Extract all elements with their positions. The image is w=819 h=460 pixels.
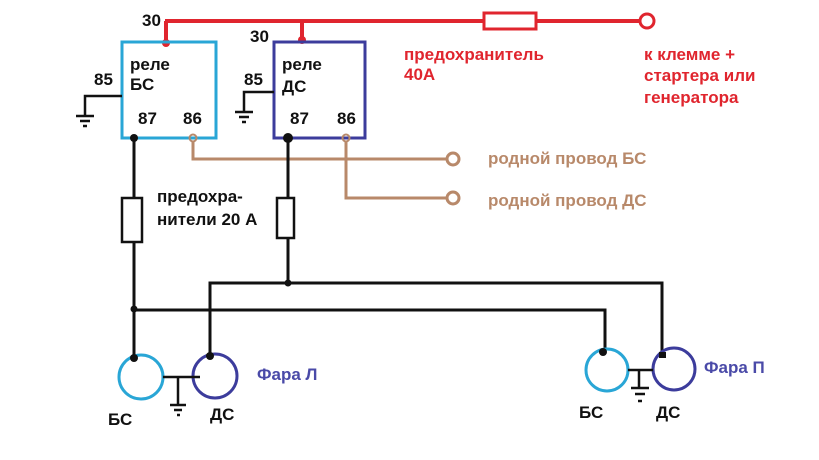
power-supply-circuit: [164, 19, 640, 44]
fuse-20a-ds: [275, 196, 296, 240]
relay-bs-title-2: БС: [130, 75, 154, 94]
relay-bs-ground: [76, 94, 122, 128]
battery-terminal: [638, 12, 656, 30]
relay-bs: реле БС 30 85 87 86: [76, 11, 218, 143]
relay-ds-pin85-label: 85: [244, 70, 263, 89]
relay-bs-pin86-label: 86: [183, 109, 202, 128]
relay-ds-title-2: ДС: [282, 77, 306, 96]
headlight-left-low-beam: [117, 353, 165, 401]
headlight-left-low-beam-label: БС: [108, 410, 132, 429]
main-fuse-label-1: предохранитель: [404, 45, 544, 64]
output-wires: [132, 138, 664, 358]
relay-ds-pin30-label: 30: [250, 27, 269, 46]
wire-ds-bus: [208, 281, 664, 356]
relay-bs-pin85-label: 85: [94, 70, 113, 89]
junction-dot-ds: [284, 279, 292, 287]
headlight-left-high-beam-contact: [206, 352, 214, 360]
control-wire-bs: [191, 141, 446, 161]
relay-bs-title-1: реле: [130, 55, 170, 74]
headlight-left: БС ДС Фара Л: [108, 352, 317, 429]
relay-ds-body: [272, 40, 367, 140]
battery-terminal-label-2: стартера или: [644, 66, 755, 85]
headlight-left-name: Фара Л: [257, 365, 317, 384]
headlight-right-low-beam-label: БС: [579, 403, 603, 422]
control-wire-ds-terminal: [445, 190, 461, 206]
headlight-left-high-beam-label: ДС: [210, 405, 234, 424]
wire-bs-bus: [134, 308, 607, 351]
headlight-right-high-beam-label: ДС: [656, 403, 680, 422]
relay-ds-title-1: реле: [282, 55, 322, 74]
control-wire-bs-label: родной провод БС: [488, 149, 646, 168]
headlight-right-low-beam: [584, 347, 630, 393]
headlight-right-name: Фара П: [704, 358, 765, 377]
headlight-left-low-beam-contact: [130, 354, 138, 362]
relay-ds: реле ДС 30 85 87 86: [235, 27, 367, 143]
headlight-right-ground: [628, 368, 653, 403]
control-wire-bs-terminal: [445, 151, 461, 167]
headlight-right-high-beam-contact: [659, 352, 666, 358]
branch-fuses-label-1: предохра-: [157, 187, 243, 206]
control-wire-ds-label: родной провод ДС: [488, 191, 647, 210]
relay-bs-pin30-label: 30: [142, 11, 161, 30]
headlight-right-low-beam-contact: [599, 348, 607, 356]
main-fuse-40a: [482, 11, 538, 31]
headlight-right: БС ДС Фара П: [579, 346, 765, 422]
headlight-left-ground: [163, 375, 200, 417]
fuse-20a-bs: [120, 196, 144, 244]
relay-bs-pin87-label: 87: [138, 109, 157, 128]
relay-bs-body: [120, 40, 218, 140]
relay-ds-pin86-label: 86: [337, 109, 356, 128]
junction-dot-bs: [130, 305, 138, 313]
battery-terminal-label-3: генератора: [644, 88, 739, 107]
main-fuse-label-2: 40А: [404, 65, 435, 84]
branch-fuses-label-2: нители 20 А: [157, 210, 257, 229]
control-wire-ds: [344, 141, 446, 200]
relay-ds-ground: [235, 90, 274, 124]
battery-terminal-label-1: к клемме +: [644, 45, 735, 64]
control-wires: [191, 141, 446, 200]
relay-ds-pin87-label: 87: [290, 109, 309, 128]
